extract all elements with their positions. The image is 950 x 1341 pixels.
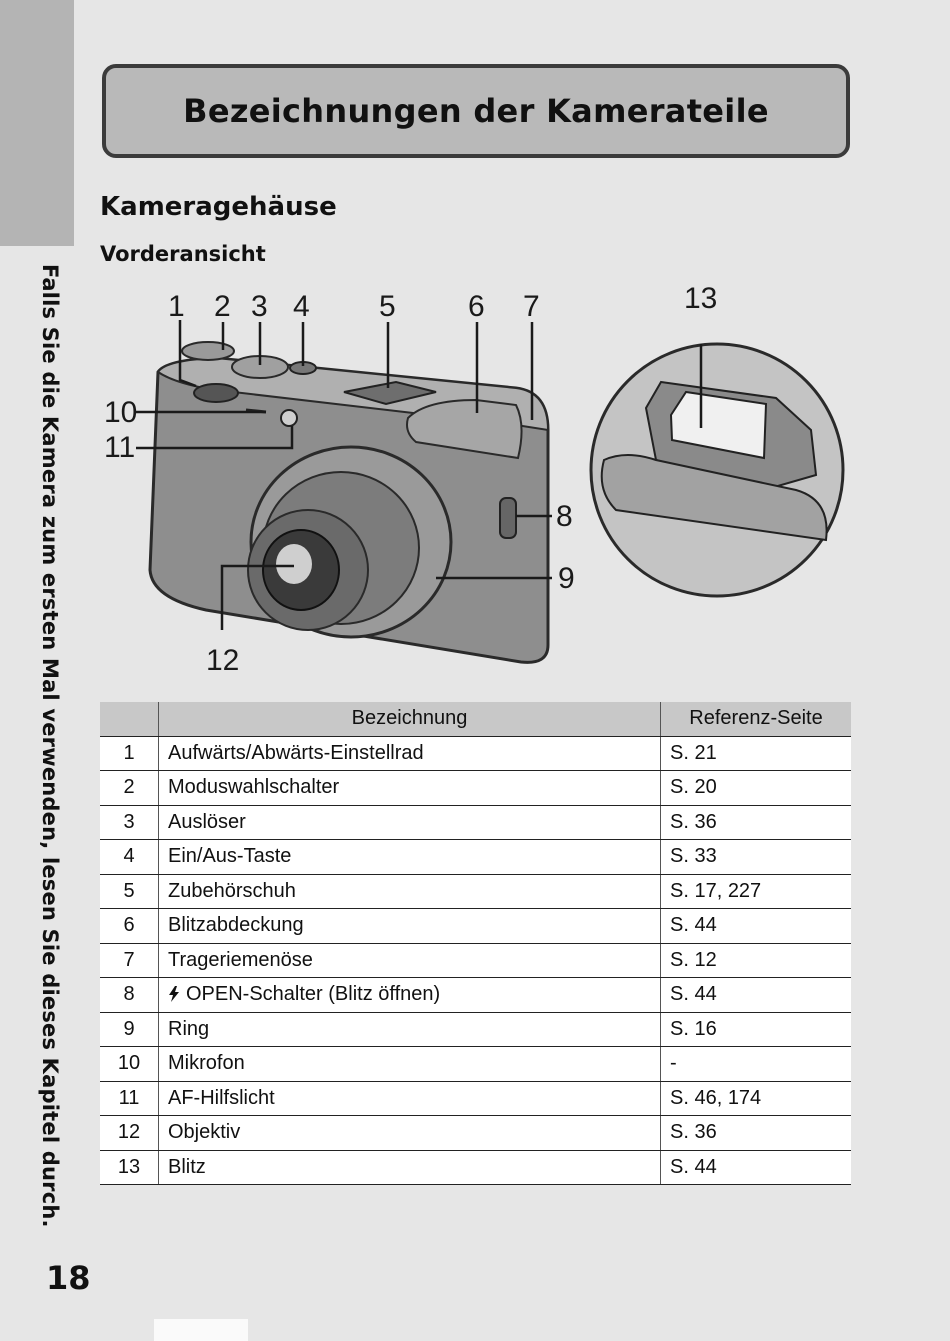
row-name: AF-Hilfslicht (158, 1081, 661, 1116)
row-ref: S. 17, 227 (660, 874, 851, 909)
table-row: 8 OPEN-Schalter (Blitz öffnen) S. 44 (100, 977, 851, 1013)
row-name: Ring (158, 1012, 661, 1047)
header-ref: Referenz-Seite (660, 702, 851, 737)
chapter-side-label: Falls Sie die Kamera zum ersten Mal verw… (38, 264, 62, 1228)
row-ref: S. 44 (660, 908, 851, 944)
table-row: 5 Zubehörschuh S. 17, 227 (100, 874, 851, 909)
af-assist-light (280, 409, 298, 427)
callout-5: 5 (379, 290, 396, 323)
table-row: 12 Objektiv S. 36 (100, 1115, 851, 1151)
table-header-row: Bezeichnung Referenz-Seite (100, 702, 851, 737)
row-name: Auslöser (158, 805, 661, 840)
row-name: Trageriemenöse (158, 943, 661, 978)
row-ref: - (660, 1046, 851, 1082)
header-name: Bezeichnung (158, 702, 661, 737)
callout-4: 4 (293, 290, 310, 323)
callout-2: 2 (214, 290, 231, 323)
callout-7: 7 (523, 290, 540, 323)
callout-3: 3 (251, 290, 268, 323)
page-title: Bezeichnungen der Kamerateile (183, 92, 769, 130)
row-ref: S. 44 (660, 977, 851, 1013)
page-number: 18 (46, 1259, 91, 1297)
row-name: Zubehörschuh (158, 874, 661, 909)
row-ref: S. 36 (660, 1115, 851, 1151)
row-name: Objektiv (158, 1115, 661, 1151)
callout-1: 1 (168, 290, 185, 323)
row-name: Moduswahlschalter (158, 770, 661, 806)
mode-dial (181, 341, 235, 361)
up-down-dial (193, 383, 239, 403)
row-num: 7 (100, 943, 159, 978)
row-ref: S. 12 (660, 943, 851, 978)
table-row: 2 Moduswahlschalter S. 20 (100, 770, 851, 806)
row-name-cell: OPEN-Schalter (Blitz öffnen) (158, 977, 661, 1013)
row-name: Ein/Aus-Taste (158, 839, 661, 875)
row-num: 2 (100, 770, 159, 806)
chapter-tab (0, 0, 74, 246)
row-num: 10 (100, 1046, 159, 1082)
callout-12: 12 (206, 644, 239, 677)
row-num: 9 (100, 1012, 159, 1047)
row-name: Aufwärts/Abwärts-Einstellrad (158, 736, 661, 771)
row-ref: S. 16 (660, 1012, 851, 1047)
row-num: 5 (100, 874, 159, 909)
table-row: 1 Aufwärts/Abwärts-Einstellrad S. 21 (100, 736, 851, 771)
lens-reflection (276, 544, 312, 584)
row-name: Blitzabdeckung (158, 908, 661, 944)
flash-housing (600, 454, 828, 542)
row-num: 3 (100, 805, 159, 840)
bottom-scan-mark (154, 1319, 248, 1341)
flash-window (669, 390, 768, 460)
callout-11: 11 (104, 431, 135, 464)
row-num: 1 (100, 736, 159, 771)
row-ref: S. 36 (660, 805, 851, 840)
row-num: 11 (100, 1081, 159, 1116)
row-ref: S. 20 (660, 770, 851, 806)
table-row: 4 Ein/Aus-Taste S. 33 (100, 839, 851, 875)
table-row: 11 AF-Hilfslicht S. 46, 174 (100, 1081, 851, 1116)
callout-13: 13 (684, 282, 717, 315)
row-name: Mikrofon (158, 1046, 661, 1082)
row-ref: S. 44 (660, 1150, 851, 1185)
row-num: 6 (100, 908, 159, 944)
title-box: Bezeichnungen der Kamerateile (102, 64, 850, 158)
callout-8: 8 (556, 500, 573, 533)
row-num: 8 (100, 977, 159, 1013)
table-row: 10 Mikrofon - (100, 1046, 851, 1082)
camera-figure: 1 2 3 4 5 6 7 8 9 10 11 12 13 (96, 280, 856, 690)
callout-10: 10 (104, 396, 137, 429)
table-row: 9 Ring S. 16 (100, 1012, 851, 1047)
camera-illustration: 1 2 3 4 5 6 7 8 9 10 11 12 13 (104, 282, 845, 677)
header-num (100, 702, 159, 737)
row-num: 13 (100, 1150, 159, 1185)
row-num: 12 (100, 1115, 159, 1151)
table-row: 13 Blitz S. 44 (100, 1150, 851, 1185)
flash-icon (169, 986, 179, 1003)
table-row: 6 Blitzabdeckung S. 44 (100, 908, 851, 944)
subsection-title: Vorderansicht (100, 242, 266, 266)
leader-lines (136, 320, 703, 630)
table-row: 7 Trageriemenöse S. 12 (100, 943, 851, 978)
callout-6: 6 (468, 290, 485, 323)
row-name: OPEN-Schalter (Blitz öffnen) (186, 983, 441, 1006)
row-num: 4 (100, 839, 159, 875)
flash-cover (406, 398, 523, 460)
row-ref: S. 46, 174 (660, 1081, 851, 1116)
row-ref: S. 21 (660, 736, 851, 771)
section-title: Kameragehäuse (100, 192, 337, 222)
row-name: Blitz (158, 1150, 661, 1185)
table-row: 3 Auslöser S. 36 (100, 805, 851, 840)
row-ref: S. 33 (660, 839, 851, 875)
open-switch (499, 497, 517, 539)
callout-9: 9 (558, 562, 575, 595)
hot-shoe (343, 380, 437, 406)
parts-table: Bezeichnung Referenz-Seite 1 Aufwärts/Ab… (100, 702, 851, 1185)
